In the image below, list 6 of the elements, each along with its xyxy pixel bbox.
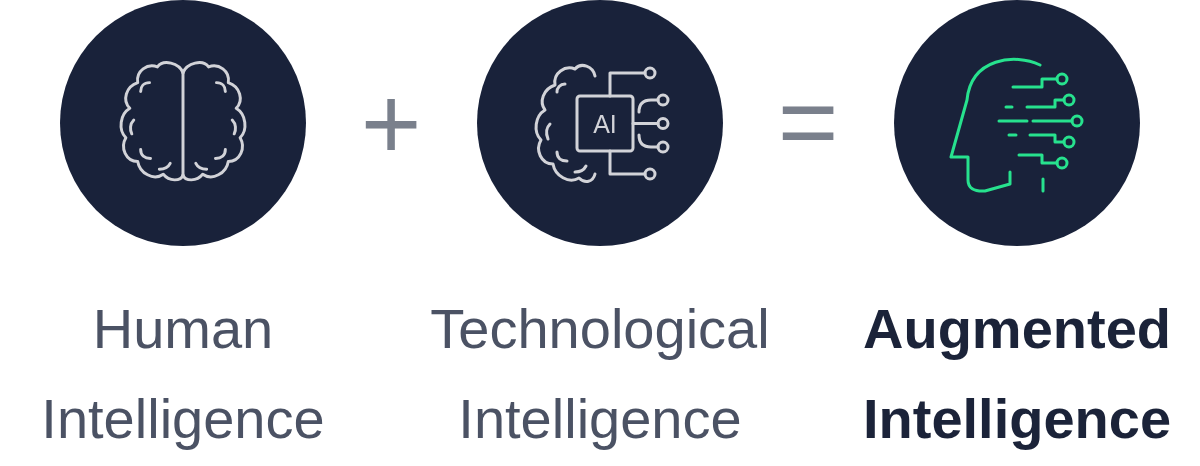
plus-sign: + <box>360 71 422 175</box>
chip-label: AI <box>593 111 617 137</box>
node-caption: Technological Intelligence <box>430 296 770 452</box>
equals-sign: = <box>777 69 839 173</box>
node-caption: Augmented Intelligence <box>862 296 1172 452</box>
node-caption: Human Intelligence <box>41 296 325 452</box>
